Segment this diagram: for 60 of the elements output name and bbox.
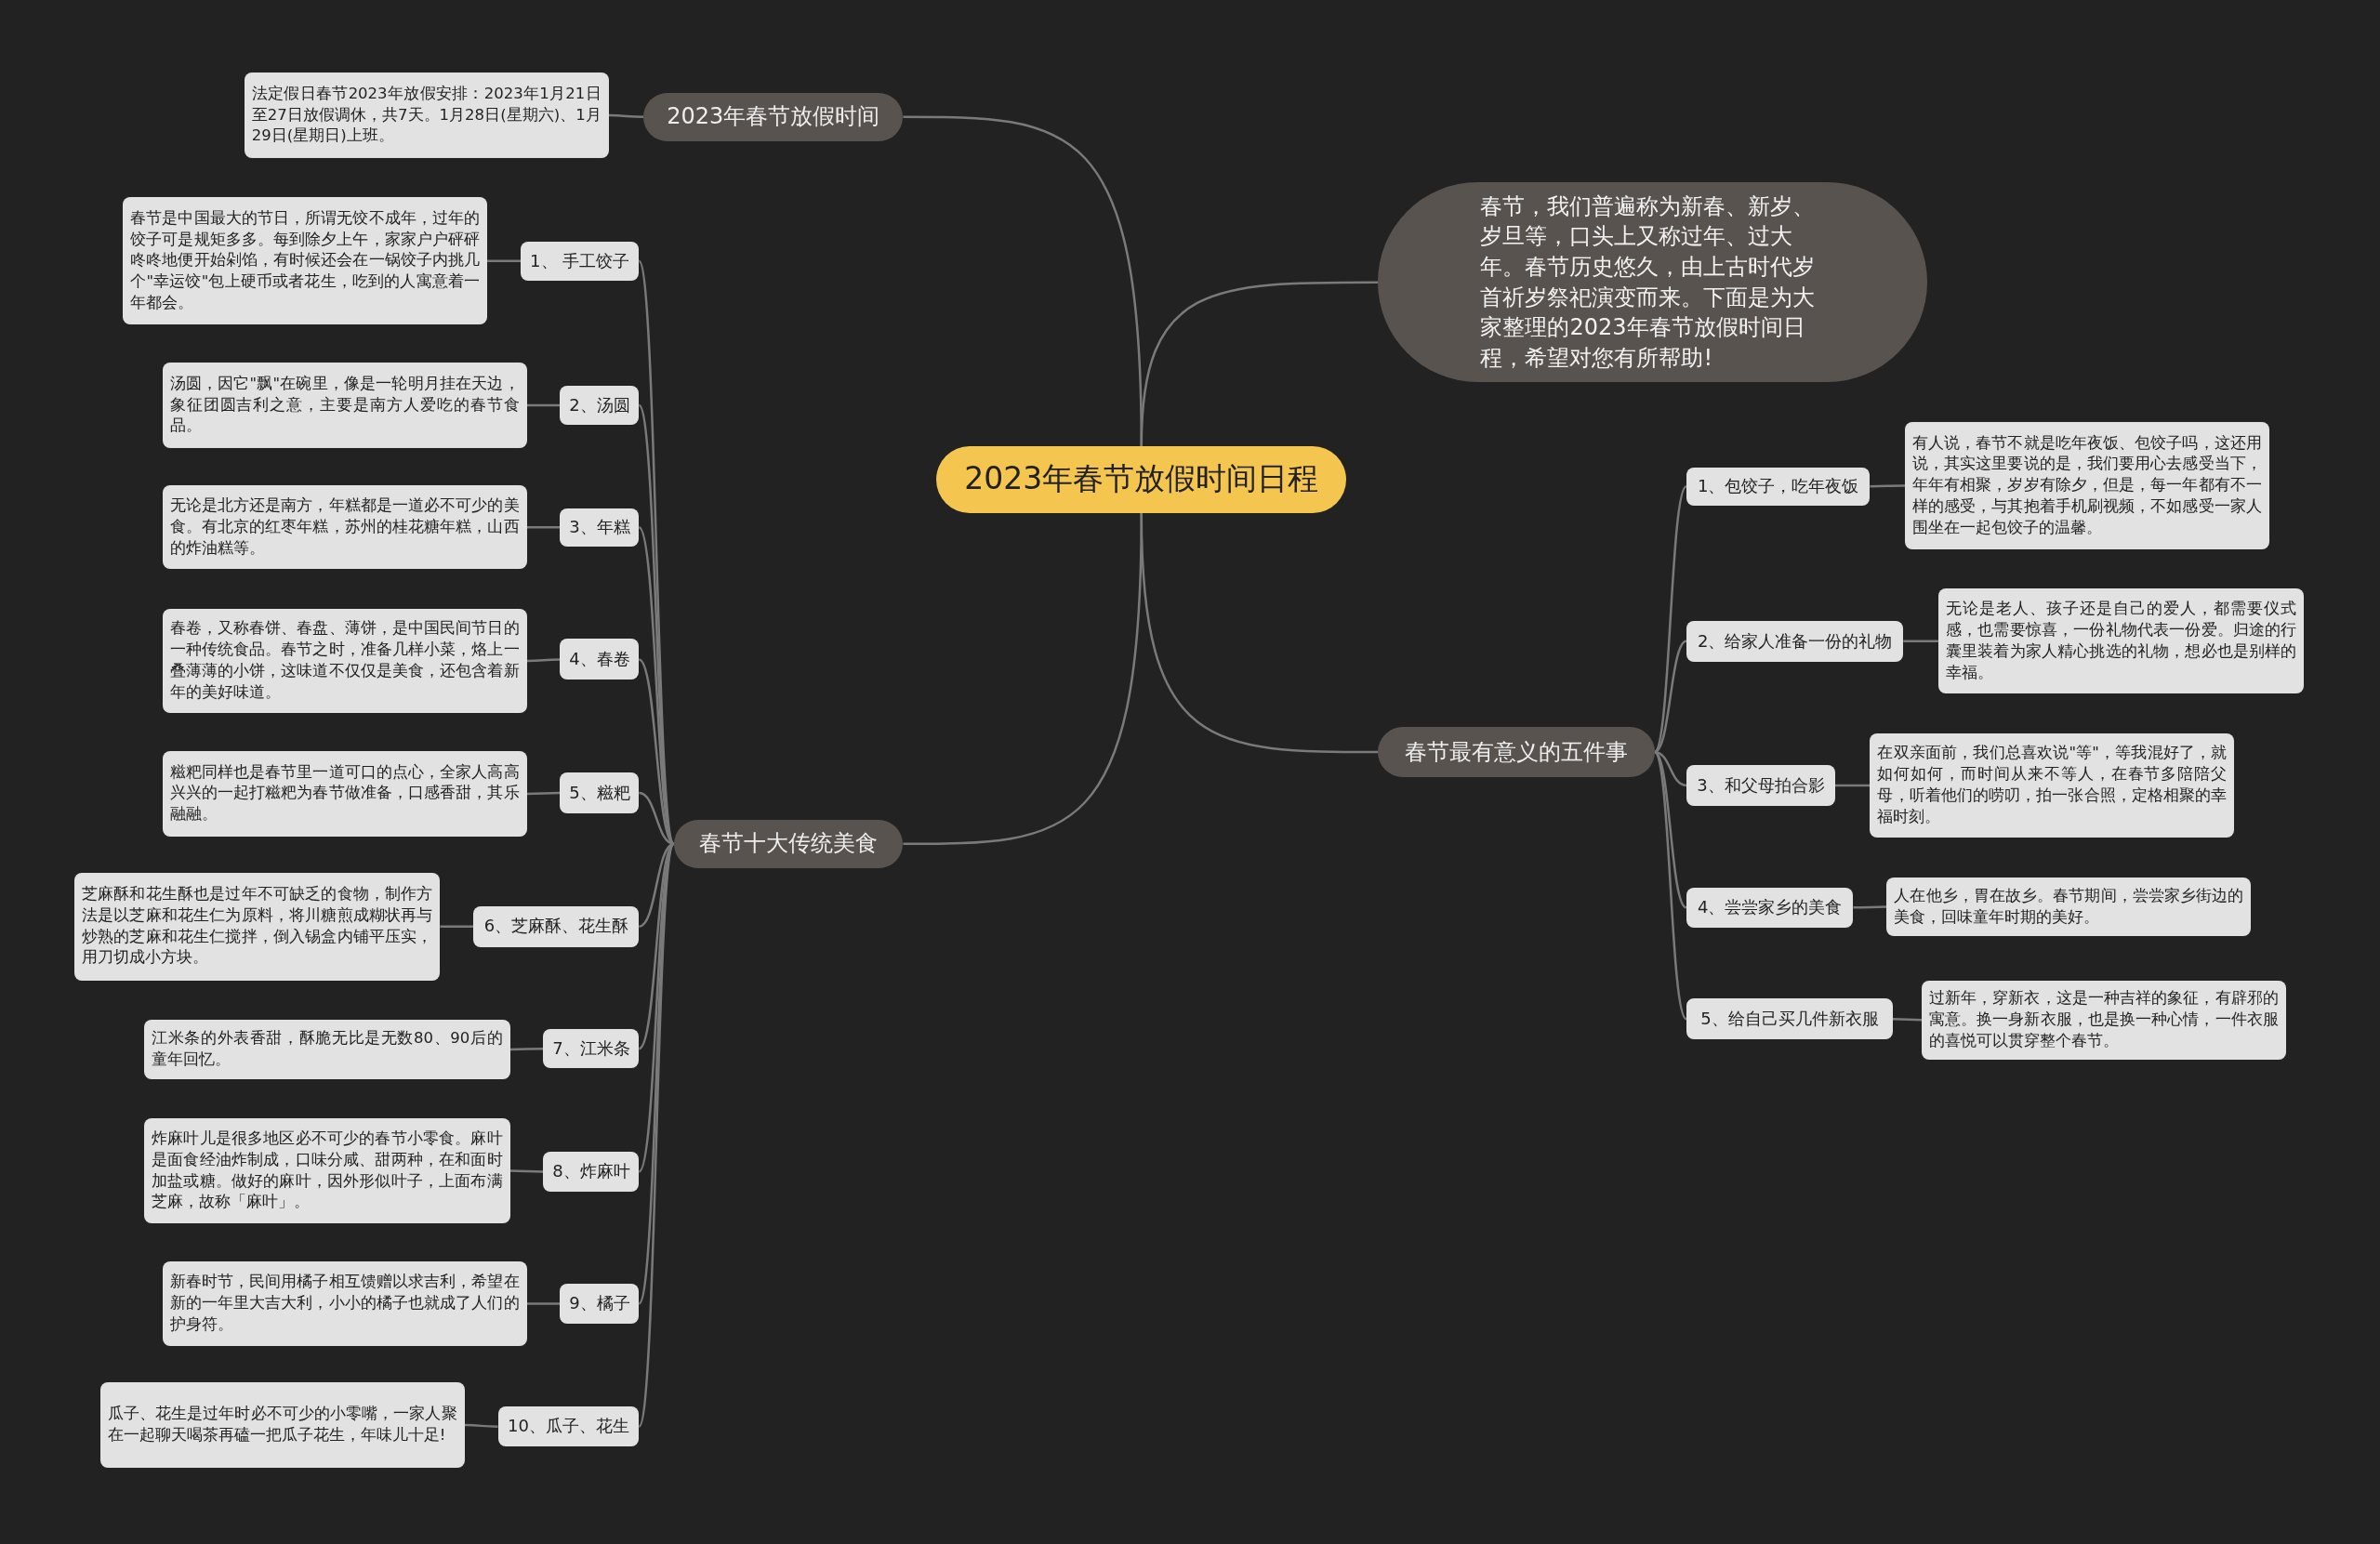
subtopic-box: 7、江米条	[543, 1028, 640, 1069]
connector-line	[608, 113, 644, 118]
subtopic-box: 4、尝尝家乡的美食	[1686, 888, 1854, 928]
connector-line	[1653, 485, 1687, 753]
connector-line	[526, 658, 561, 663]
branch-topic-pill: 2023年春节放假时间	[643, 92, 904, 141]
branch-topic-pill: 春节十大传统美食	[673, 819, 904, 868]
connector-line	[903, 115, 1143, 447]
subtopic-box: 2、给家人准备一份的礼物	[1686, 620, 1904, 662]
subtopic-box: 9、橘子	[560, 1284, 640, 1324]
connector-line	[1870, 484, 1905, 488]
subtopic-box: 3、年糕	[560, 508, 640, 547]
central-topic-box: 2023年春节放假时间日程	[936, 446, 1347, 513]
connector-line	[487, 259, 521, 263]
note-box: 汤圆，因它"飘"在碗里，像是一轮明月挂在天边，象征团圆吉利之意，主要是南方人爱吃的春节食品。	[162, 363, 527, 448]
subtopic-box: 5、给自己买几件新衣服	[1686, 998, 1893, 1040]
connector-line	[1654, 750, 1687, 787]
connector-line	[464, 1423, 498, 1428]
note-box: 无论是北方还是南方，年糕都是一道必不可少的美食。有北京的红枣年糕，苏州的桂花糖年糕，山西的炸油糕等。	[162, 485, 527, 570]
connector-line	[526, 403, 561, 407]
connector-line	[1140, 512, 1379, 754]
connector-line	[1892, 1018, 1922, 1022]
note-box: 芝麻酥和花生酥也是过年不可缺乏的食物，制作方法是以芝麻和花生仁为原料，将川糖煎成糊状再与炒熟的芝麻和花生仁搅拌，倒入锡盒内铺平压实，用刀切成小方块。	[74, 872, 441, 981]
branch-topic-pill: 春节最有意义的五件事	[1378, 727, 1655, 777]
connector-line	[903, 512, 1143, 845]
note-box: 春节是中国最大的节日，所谓无饺不成年，过年的饺子可是规矩多多。每到除夕上午，家家户户砰砰咚咚地便开始剁馅，有时候还会在一锅饺子内挑几个"幸运饺"包上硬币或者花生，吃到的人寓意着一年都会。	[123, 197, 488, 325]
subtopic-box: 8、炸麻叶	[543, 1152, 640, 1192]
note-box: 炸麻叶儿是很多地区必不可少的春节小零食。麻叶是面食经油炸制成，口味分咸、甜两种，在和面时加盐或糖。做好的麻叶，因外形似叶子，上面布满芝麻，故称「麻叶」。	[144, 1118, 510, 1223]
note-box: 过新年，穿新衣，这是一种吉祥的象征，有辟邪的寓意。换一身新衣服，也是换一种心情，一件衣服的喜悦可以贯穿整个春节。	[1921, 980, 2286, 1060]
connector-line	[526, 526, 561, 529]
connector-line	[1853, 905, 1887, 909]
connector-line	[509, 1047, 544, 1051]
subtopic-box: 2、汤圆	[560, 385, 640, 426]
note-box: 新春时节，民间用橘子相互馈赠以求吉利，希望在新的一年里大吉大利，小小的橘子也就成了人们的护身符。	[162, 1260, 527, 1347]
note-box: 春卷，又称春饼、春盘、薄饼，是中国民间节日的一种传统食品。春节之时，准备几样小菜，烙上一叠薄薄的小饼，这味道不仅仅是美食，还包含着新年的美好味道。	[162, 608, 527, 714]
connector-line	[1653, 751, 1687, 1021]
connector-line	[638, 843, 676, 1428]
connector-line	[509, 1169, 544, 1173]
connector-line	[1903, 640, 1938, 643]
note-box: 在双亲面前，我们总喜欢说"等"，等我混好了，就如何如何，而时间从来不等人，在春节多陪陪父母，听着他们的唠叨，拍一张合照，定格相聚的幸福时刻。	[1870, 732, 2235, 838]
subtopic-box: 3、和父母拍合影	[1686, 764, 1835, 806]
note-box: 瓜子、花生是过年时必不可少的小零嘴，一家人聚在一起聊天喝茶再磕一把瓜子花生，年味儿十足!	[99, 1382, 465, 1468]
intro-bubble: 春节，我们普遍称为新春、新岁、岁旦等，口头上又称过年、过大年。春节历史悠久，由上古时代岁首祈岁祭祀演变而来。下面是为大家整理的2023年春节放假时间日程，希望对您有所帮助!	[1378, 181, 1928, 383]
note-box: 人在他乡，胃在故乡。春节期间，尝尝家乡街边的美食，回味童年时期的美好。	[1886, 877, 2252, 937]
subtopic-box: 1、 手工饺子	[521, 241, 640, 281]
note-box: 有人说，春节不就是吃年夜饭、包饺子吗，这还用说，其实这里要说的是，我们要用心去感受当下，年年有相聚，岁岁有除夕，但是，每一年都有不一样的感受，与其抱着手机刷视频，不如感受一家人围坐在一起包饺子的温馨。	[1904, 421, 2269, 549]
connector-line	[440, 925, 474, 928]
note-box: 江米条的外表香甜，酥脆无比是无数80、90后的童年回忆。	[144, 1020, 510, 1079]
connector-line	[526, 1302, 561, 1305]
connector-line	[1140, 281, 1379, 447]
connector-line	[1834, 784, 1871, 787]
note-box: 糍粑同样也是春节里一道可口的点心，全家人高高兴兴的一起打糍粑为春节做准备，口感香甜，其乐融融。	[162, 751, 527, 837]
subtopic-box: 10、瓜子、花生	[497, 1406, 640, 1446]
note-box: 法定假日春节2023年放假安排：2023年1月21日至27日放假调休，共7天。1月28日(星期六)、1月29日(星期日)上班。	[244, 73, 609, 158]
connector-line	[526, 791, 561, 796]
note-box: 无论是老人、孩子还是自己的爱人，都需要仪式感，也需要惊喜，一份礼物代表一份爱。归途的行囊里装着为家人精心挑选的礼物，想必也是别样的幸福。	[1937, 588, 2305, 694]
subtopic-box: 4、春卷	[560, 639, 640, 680]
subtopic-box: 1、包饺子，吃年夜饭	[1686, 467, 1871, 506]
subtopic-box: 6、芝麻酥、花生酥	[473, 905, 640, 947]
subtopic-box: 5、糍粑	[560, 772, 640, 814]
